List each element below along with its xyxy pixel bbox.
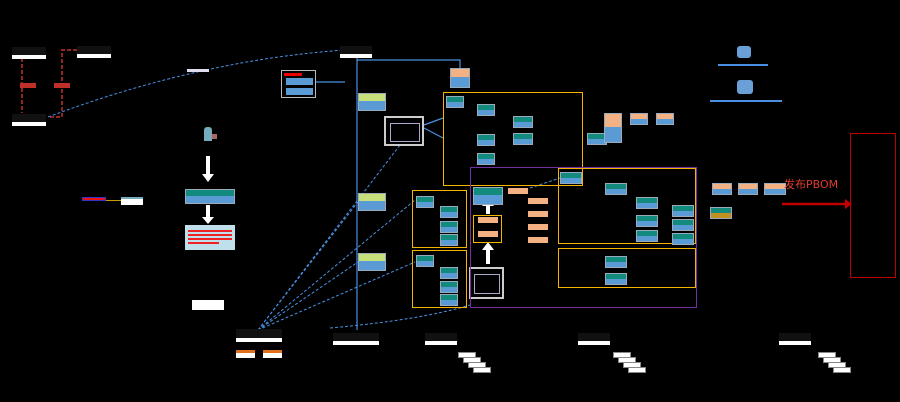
diagram-card [710,207,732,219]
system-box [384,116,424,146]
system-box [281,70,316,98]
diagram-card [605,256,627,268]
node-label [333,333,379,345]
curve-label [187,69,209,72]
diagram-card [473,187,503,205]
diagram-card [450,68,470,88]
group-yellow [412,190,467,248]
document-stack-icon [473,367,491,373]
group-yellow [443,92,583,186]
tag [478,231,498,237]
diagram-card [440,267,458,279]
legend-line [106,200,121,201]
diagram-card [477,104,495,116]
diagram-card [513,133,533,145]
diagram-card [656,113,674,125]
diagram-card [358,193,386,211]
node-label [340,46,372,58]
diagram-card [672,233,694,245]
legend-box [121,197,143,205]
node-label [236,329,282,342]
tag [528,198,548,204]
diagram-card [636,215,658,227]
diagram-card [477,153,495,165]
note-label [192,300,224,310]
diagram-card [477,134,495,146]
group-yellow [412,250,467,308]
caption-line [718,64,768,66]
diagram-card [636,197,658,209]
diagram-card [764,183,786,195]
orange-tag [263,350,282,358]
diagram-card [440,234,458,246]
blue-dashed-link-f [329,304,471,329]
tag [478,217,498,223]
diagram-card [712,183,732,195]
diagram-card [560,172,582,184]
diagram-card [630,113,648,125]
diagram-card [440,294,458,306]
blue-dashed-link-a [257,201,359,331]
diagram-card [672,219,694,231]
diagram-card [738,183,758,195]
node-label [77,46,111,58]
node-label [578,333,610,345]
diagram-card [605,183,627,195]
group-yellow [558,248,696,288]
publish-pbom-label: 发布PBOM [784,178,839,191]
diagram-card [440,221,458,233]
diagram-card [604,113,622,143]
document-stack-icon [628,367,646,373]
diagram-card [416,196,434,208]
legend-red [82,197,106,201]
node-label [12,47,46,59]
diagram-card [185,189,235,204]
blue-solid-trunk [356,58,461,330]
blue-dashed-link-b [257,261,359,331]
diagram-card [672,205,694,217]
user-computer-icon [737,46,751,58]
blue-dashed-link-c [257,199,416,331]
tag [528,224,548,230]
blue-dashed-link-d [257,261,416,331]
node-label [12,114,46,126]
blue-dashed-link-g [529,177,561,189]
group-yellow [558,168,696,244]
diagram-card [358,253,386,271]
blue-dashed-link-e [257,144,401,331]
diagram-card [440,281,458,293]
diagram-card [513,116,533,128]
diagram-card [416,255,434,267]
diagram-card [440,206,458,218]
group-yellow [473,215,502,243]
diagram-card [446,96,464,108]
tag [528,211,548,217]
diagram-card [605,273,627,285]
target-box [850,133,896,278]
red-link-label [54,83,70,88]
node-label [425,333,457,345]
caption-line [710,100,782,102]
diagram-card [636,230,658,242]
group-purple [470,167,697,308]
node-label [779,333,811,345]
diagram-card [358,93,386,111]
user-icon [204,127,212,141]
red-link-label [20,83,36,88]
tag [508,188,528,194]
note-box [185,225,235,250]
document-stack-icon [833,367,851,373]
tag [528,237,548,243]
orange-tag [236,350,255,358]
user-icon-bag [212,134,217,139]
user-laptop-icon [737,80,753,94]
